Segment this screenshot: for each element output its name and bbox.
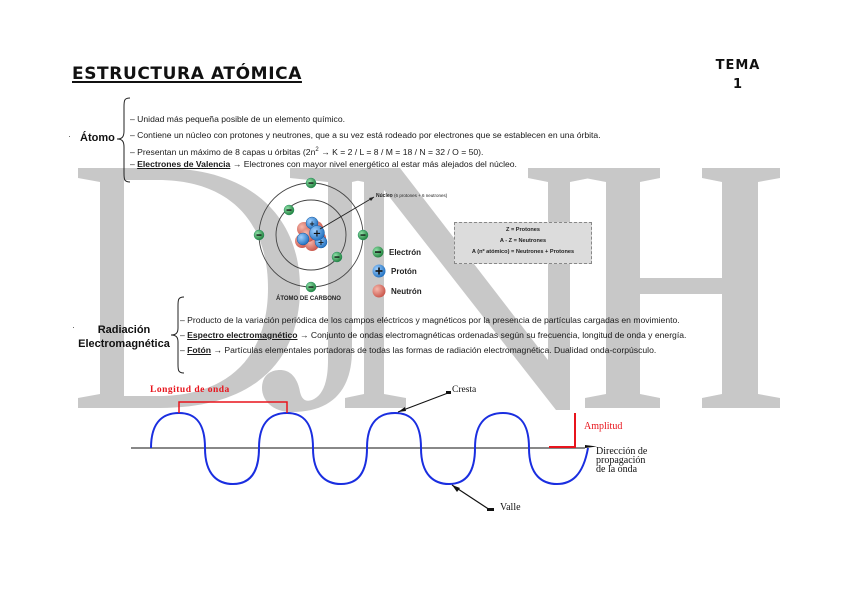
svg-text:+: +: [309, 220, 315, 228]
atomo-line-3: – Presentan un máximo de 8 capas u órbit…: [130, 146, 484, 157]
electron: [331, 251, 343, 263]
electron: [357, 229, 369, 241]
legend-proton: Protón: [372, 264, 422, 278]
tema-number: 1: [732, 77, 744, 92]
atomo-line-4: – Electrones de Valencia → Electrones co…: [130, 159, 517, 169]
direction-label: Dirección de propagación de la onda: [596, 446, 648, 475]
electron: [305, 281, 317, 293]
svg-text:+: +: [318, 238, 325, 247]
atomo-brace: [116, 97, 131, 183]
atom-legend: Electrón Protón Neutrón: [372, 246, 422, 298]
nucleus-pointer: [319, 196, 375, 230]
radiacion-line-3: – Fotón → Partículas elementales portado…: [180, 345, 657, 355]
wavelength-label: Longitud de onda: [150, 385, 230, 395]
electron-icon: [372, 246, 384, 258]
proton-icon: [372, 264, 386, 278]
term-espectro: Espectro electromagnético: [187, 330, 298, 340]
formula-box: Z = Protones A - Z = Neutrones A (nº ató…: [454, 222, 592, 264]
atomo-line-1: – Unidad más pequeña posible de un eleme…: [130, 114, 345, 124]
atomo-label: Átomo: [80, 132, 115, 144]
atomo-line-2: – Contiene un núcleo con protones y neut…: [130, 130, 601, 140]
wavelength-bracket: [178, 401, 288, 413]
electron: [283, 204, 295, 216]
direction-arrow-icon: [585, 445, 597, 448]
radiacion-brace: [170, 296, 185, 374]
trough-label: Valle: [500, 502, 521, 513]
watermark-letter-h: [585, 168, 780, 408]
term-electrones-valencia: Electrones de Valencia: [137, 159, 231, 169]
radiacion-line-2: – Espectro electromagnético → Conjunto d…: [180, 330, 687, 340]
formula-line-3: A (nº atómico) = Neutrones + Protones: [471, 249, 575, 255]
legend-electron: Electrón: [372, 246, 422, 258]
bullet-dot: ·: [72, 322, 75, 332]
nucleus-label: Núcleo (6 protones + 6 neutrones): [376, 193, 448, 199]
page-title: ESTRUCTURA ATÓMICA: [72, 64, 302, 84]
topic-number: TEMA 1: [706, 56, 770, 94]
sine-wave: [150, 411, 589, 486]
formula-line-2: A - Z = Neutrones: [499, 238, 547, 244]
term-foton: Fotón: [187, 345, 212, 355]
neutron-icon: [372, 284, 386, 298]
amplitude-label: Amplitud: [584, 421, 623, 432]
crest-label: Cresta: [452, 385, 477, 395]
formula-line-1: Z = Protones: [505, 227, 541, 233]
tema-label: TEMA: [715, 58, 761, 73]
legend-neutron: Neutrón: [372, 284, 422, 298]
radiacion-line-1: – Producto de la variación periódica de …: [180, 315, 680, 325]
electron: [253, 229, 265, 241]
nucleus: + + +: [295, 216, 328, 251]
wave-diagram: [131, 391, 597, 511]
atom-caption: ÁTOMO DE CARBONO: [276, 296, 341, 302]
radiacion-label: Radiación Electromagnética: [78, 324, 170, 350]
electron: [305, 177, 317, 189]
bullet-dot: ·: [68, 131, 71, 141]
